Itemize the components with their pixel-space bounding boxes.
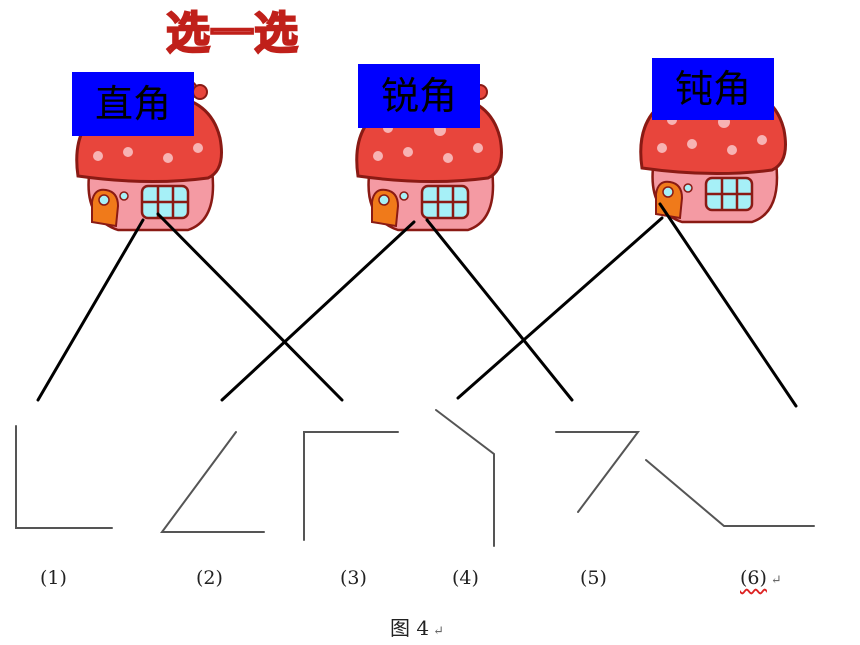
connection-lines	[36, 202, 798, 408]
figure-label-6: (6)	[740, 567, 767, 589]
line-house1-to-3	[156, 212, 344, 402]
line-house1-to-1	[36, 218, 145, 402]
figure-label-1: (1)	[40, 567, 67, 589]
line-house2-to-2	[220, 220, 416, 402]
angle-4	[435, 409, 495, 547]
angle-6	[645, 459, 815, 527]
house-2-label: 锐角	[358, 64, 480, 128]
house-3-label: 钝角	[652, 58, 774, 120]
line-house3-to-6	[658, 202, 798, 408]
angle-1	[15, 425, 113, 529]
title: 选一选	[166, 8, 298, 59]
figure-caption: 图 4	[390, 616, 430, 640]
figure-label-2: (2)	[196, 567, 223, 589]
line-house3-to-4	[456, 216, 664, 400]
angle-figures	[15, 409, 815, 547]
figure-label-4: (4)	[452, 567, 479, 589]
figure-caption-row: 图 4↵	[390, 612, 444, 641]
figure-label-5: (5)	[580, 567, 607, 589]
return-mark-icon: ↵	[770, 573, 782, 588]
angle-5	[555, 431, 640, 513]
house-1-label: 直角	[72, 72, 194, 136]
angle-2	[160, 431, 265, 533]
angle-3	[303, 431, 399, 541]
figure-label-6-row: (6)↵	[740, 567, 782, 589]
figure-label-3: (3)	[340, 567, 367, 589]
line-house2-to-5	[425, 218, 574, 402]
caption-return-mark-icon: ↵	[433, 624, 444, 639]
